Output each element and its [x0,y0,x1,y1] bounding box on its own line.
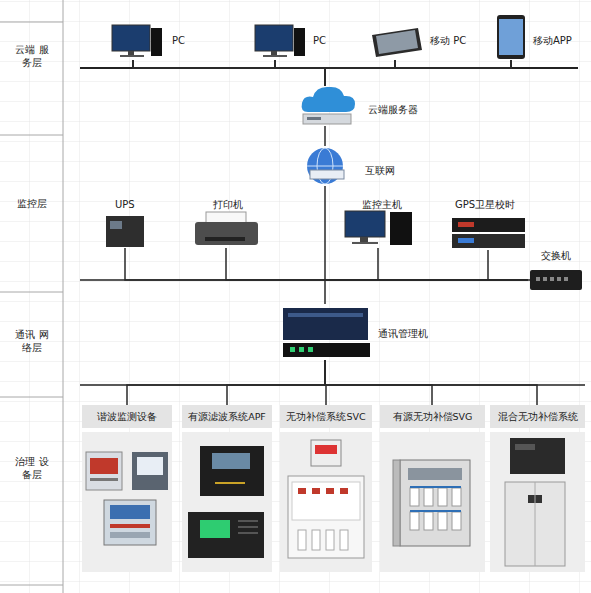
node-label: 通讯管理机 [378,327,434,340]
connector-line [325,60,395,86]
connector-line [127,360,325,405]
switch-icon [530,270,582,290]
device-node: 移动 PC [368,22,473,60]
connector-line [325,186,528,280]
node-label: PC [313,34,335,47]
ups-icon [106,216,144,247]
node-label: 监控层 [12,197,52,210]
node-label: 打印机 [213,198,253,211]
connector-line [226,248,528,280]
connector-line [325,60,511,86]
bus-lines [80,68,585,385]
layer-band: 通讯 网络层 [0,292,63,397]
connector-line [488,250,528,280]
device-node: 打印机 [190,196,262,248]
layer-band: 治理 设备层 [0,397,63,585]
connector-line [378,248,528,280]
pc-icon [255,25,305,57]
device-node: 通讯管理机 [278,304,438,360]
tablet-icon [372,28,422,57]
connector-line [325,360,537,405]
equipment-header: 谐波监测设备 [82,405,172,428]
device-node: 交换机 [528,248,584,292]
connector-line [324,126,326,146]
connector-line [125,248,528,280]
equipment-header: 有源滤波系统APF [182,405,272,428]
connector-line [133,60,325,86]
device-node: PC [108,22,194,60]
cloud-server-icon [302,87,355,124]
connector-line [227,360,325,405]
node-label: 监控主机 [362,198,408,211]
internet-globe-icon [307,148,344,184]
monitor-host-icon [345,211,412,245]
band-borders [0,0,63,593]
equipment-header: 无功补偿系统SVC [280,405,372,428]
device-node: 移动APP [493,14,583,60]
comm-manager-icon [283,308,370,357]
device-node: 监控主机 [340,196,418,248]
device-node: UPS [103,198,148,248]
device-node: 云端服务器 [298,86,426,126]
node-label: 交换机 [541,249,577,262]
node-label: 云端服务器 [368,103,424,116]
node-label: 有源无功补偿SVG [380,410,485,423]
device-node: GPS卫星校时 [448,196,530,250]
node-label: PC [172,34,192,47]
node-label: 通讯 网络层 [12,328,52,354]
connector-line [325,360,432,405]
layer-band: 云端 服务层 [0,22,63,135]
pc-icon [112,25,162,57]
node-label: 云端 服务层 [12,43,52,69]
printer-icon [195,212,258,245]
harmonic-meter-images [86,452,168,545]
device-node: 互联网 [303,146,403,186]
apf-images [188,446,264,558]
node-label: 移动 PC [430,34,475,47]
gps-clock-icon [452,218,525,248]
device-node: PC [250,22,335,60]
node-label: 有源滤波系统APF [182,410,272,423]
phone-icon [497,15,525,59]
layer-band: 监控层 [0,135,63,292]
connector-line [325,280,528,304]
node-label: GPS卫星校时 [455,198,527,211]
node-label: 治理 设备层 [12,455,52,481]
node-label: 混合无功补偿系统 [490,410,585,423]
image-areas [82,432,585,572]
svc-images [288,440,364,558]
node-label: 无功补偿系统SVC [280,410,372,423]
hybrid-images [505,438,565,566]
svg-cabinet-images [393,460,470,546]
node-label: UPS [115,198,145,211]
node-label: 谐波监测设备 [82,410,172,423]
node-label: 互联网 [365,164,401,177]
connector-line [275,60,325,86]
node-label: 移动APP [533,34,583,47]
equipment-header: 混合无功补偿系统 [490,405,585,428]
equipment-header: 有源无功补偿SVG [380,405,485,428]
